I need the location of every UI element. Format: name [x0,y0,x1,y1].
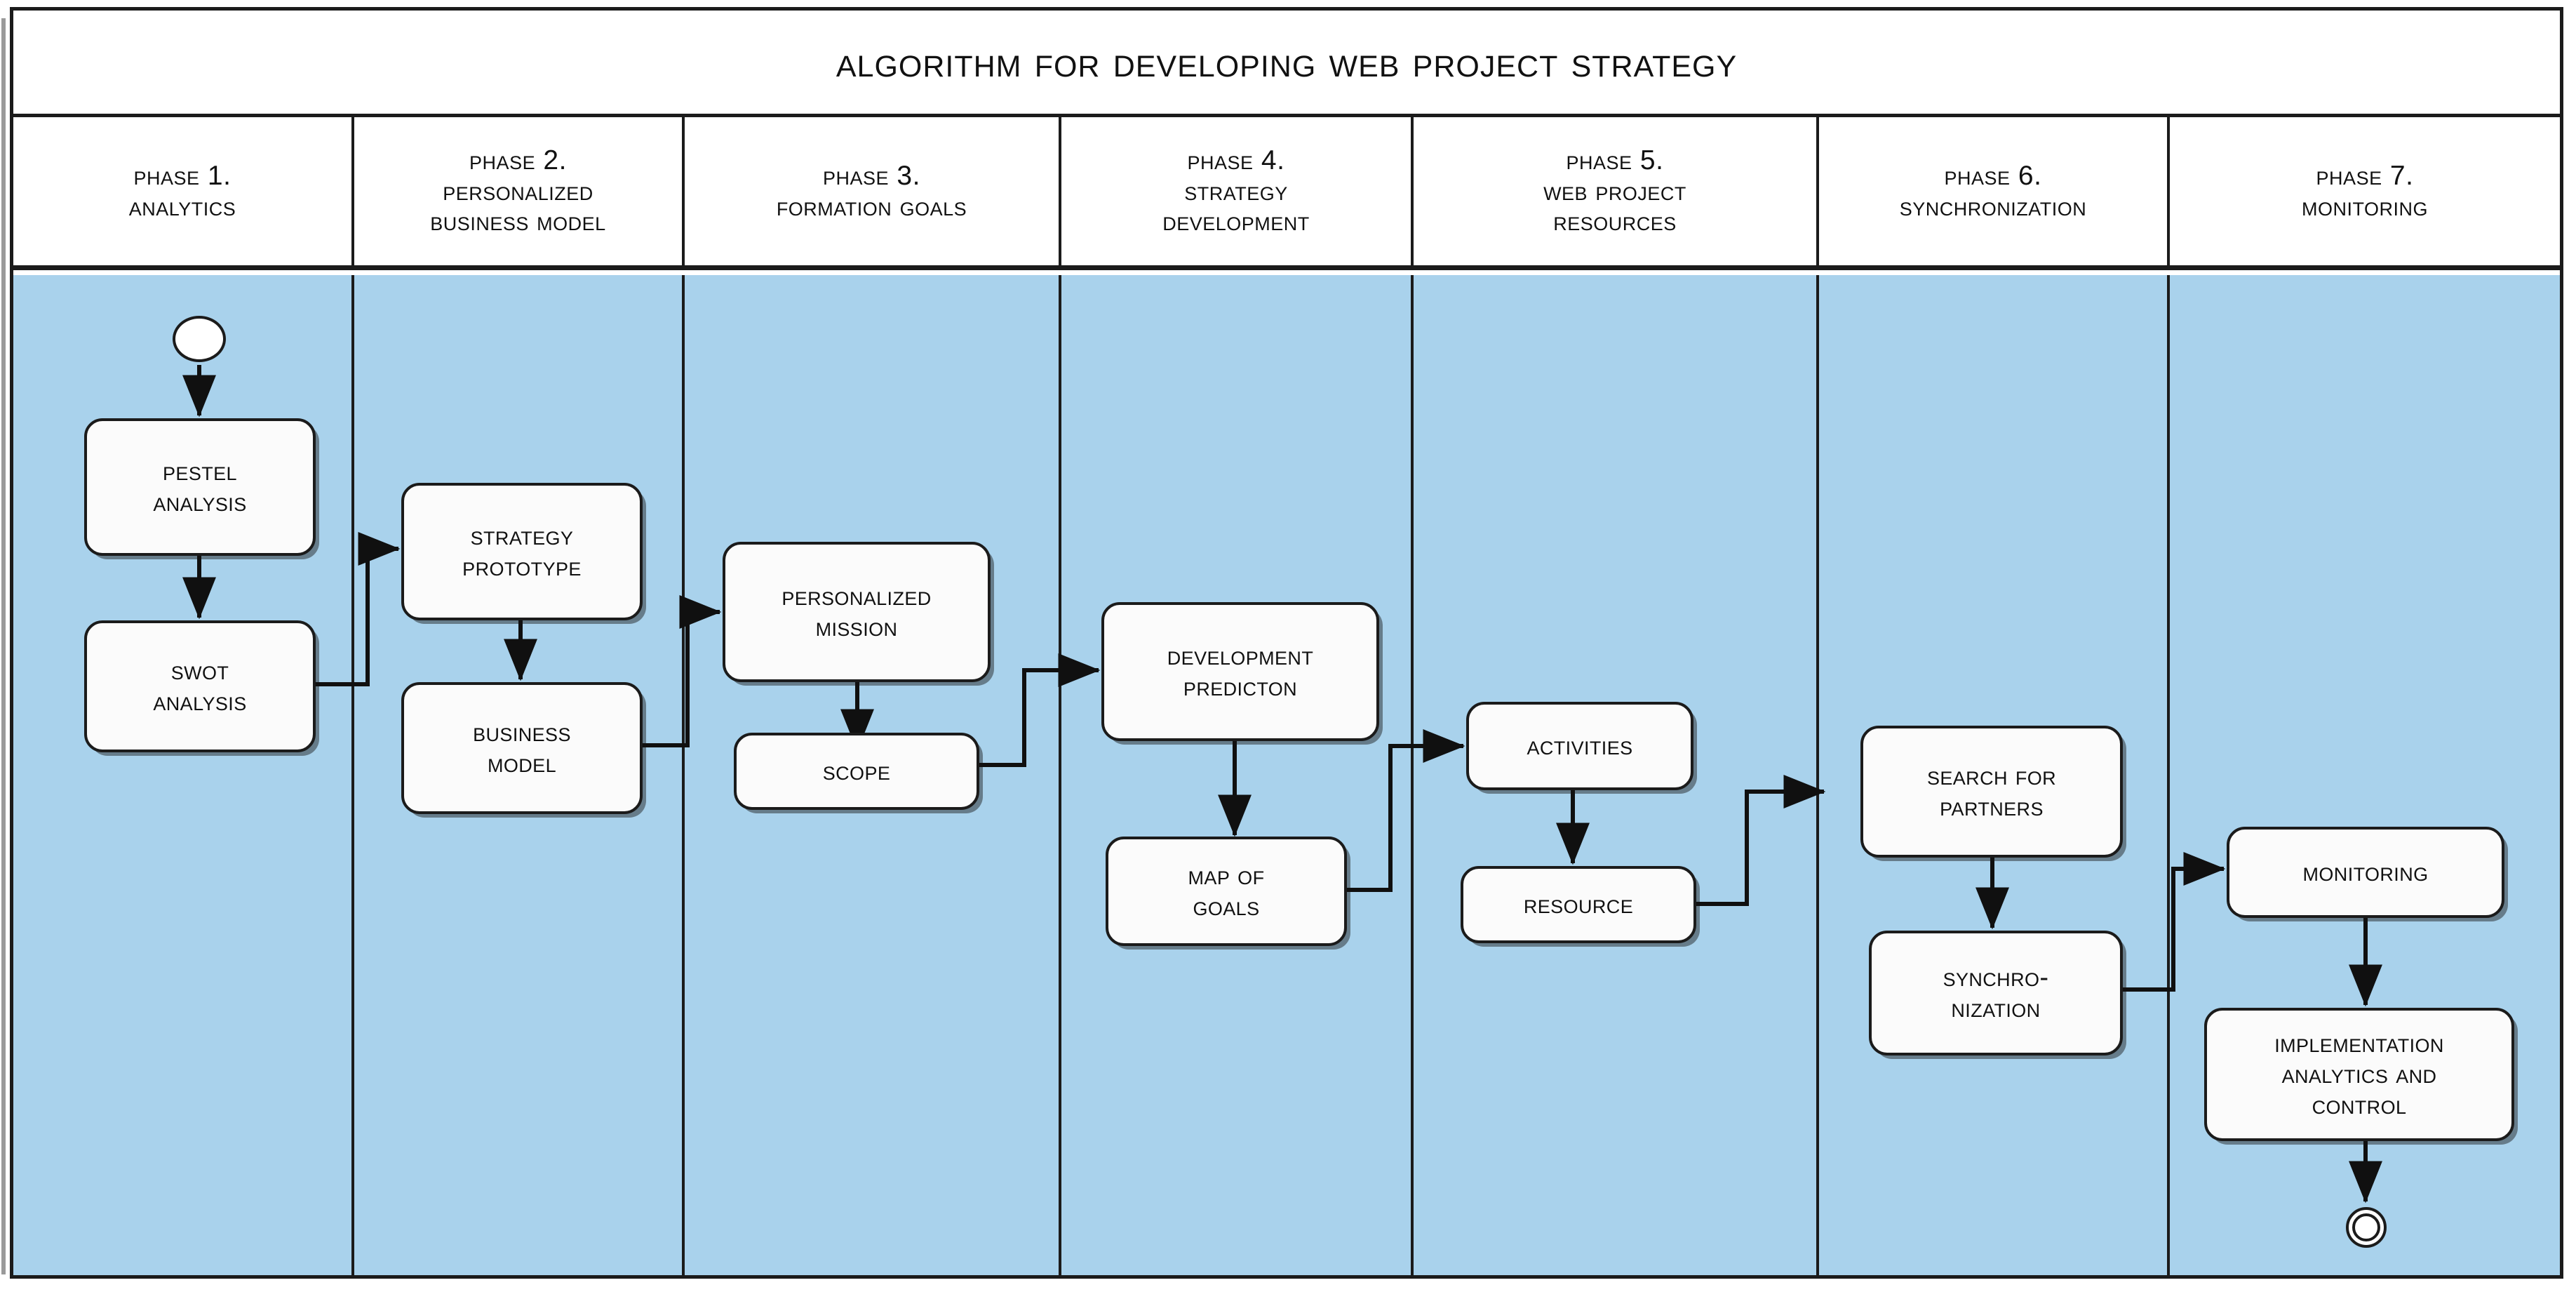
node-development-prediction[interactable]: Development predicton [1101,602,1379,741]
end-node [2346,1207,2387,1248]
node-map-of-goals[interactable]: Map of goals [1106,837,1347,946]
node-pestel-analysis[interactable]: PESTEL analysis [84,418,316,556]
phase-header-label-4: Phase 4. Strategy development [1162,145,1310,237]
node-label-mission: Personalized mission [781,581,932,642]
node-scope[interactable]: Scope [734,733,979,810]
node-label-scope: Scope [822,756,891,786]
phase-header-label-3: Phase 3. Formation goals [776,160,967,222]
node-label-sync: Synchro- nization [1943,962,2049,1023]
phase-header-label-6: Phase 6. Synchronization [1899,160,2087,222]
node-label-resource: Resource [1523,889,1634,919]
node-label-business: Business model [473,717,571,778]
node-label-implement: Implementation analytics and control [2274,1028,2444,1121]
node-activities[interactable]: Activities [1466,702,1693,790]
node-label-strategy: Strategy prototype [462,521,582,582]
node-implementation-analytics-control[interactable]: Implementation analytics and control [2204,1008,2514,1141]
phase-header-1: Phase 1. Analytics [13,117,354,265]
node-label-prediction: Development predicton [1167,641,1314,702]
phase-header-label-2: Phase 2. Personalized business model [430,145,606,237]
edge-sync-monitoring [2120,852,2226,992]
node-label-pestel: PESTEL analysis [153,456,247,517]
node-search-for-partners[interactable]: Search for partners [1860,726,2123,858]
left-gutter-line [1,18,6,1274]
node-personalized-mission[interactable]: Personalized mission [723,542,991,682]
phase-lane-4 [1061,275,1414,1275]
phase-header-6: Phase 6. Synchronization [1819,117,2170,265]
edge-scope-prediction [975,653,1101,767]
page-title: Algorithm for developing web project str… [836,38,1738,86]
phase-header-label-5: Phase 5. Web project resources [1543,145,1686,237]
phase-header-label-7: Phase 7. Monitoring [2302,160,2428,222]
diagram-title-band: Algorithm for developing web project str… [13,11,2560,117]
edge-business-mission [637,595,722,747]
phase-header-7: Phase 7. Monitoring [2170,117,2560,265]
start-node [173,316,226,362]
node-strategy-prototype[interactable]: Strategy prototype [401,483,643,620]
phase-header-row: Phase 1. Analytics Phase 2. Personalized… [13,117,2560,270]
edge-mapgoals-activities [1344,729,1465,892]
edge-resource-partners [1695,775,1826,906]
node-label-monitoring: Monitoring [2302,857,2429,887]
node-label-activities: Activities [1527,731,1633,761]
phase-header-label-1: Phase 1. Analytics [128,160,236,222]
node-resource[interactable]: Resource [1461,866,1696,943]
phase-header-4: Phase 4. Strategy development [1061,117,1414,265]
edge-swot-strategy [316,532,401,686]
phase-header-2: Phase 2. Personalized business model [354,117,685,265]
node-synchronization[interactable]: Synchro- nization [1869,931,2123,1055]
node-label-partners: Search for partners [1926,761,2057,822]
phase-header-5: Phase 5. Web project resources [1414,117,1819,265]
phase-header-3: Phase 3. Formation goals [685,117,1061,265]
node-business-model[interactable]: Business model [401,682,643,814]
node-swot-analysis[interactable]: SWOT analysis [84,620,316,752]
node-label-mapgoals: Map of goals [1188,860,1265,921]
node-label-swot: SWOT analysis [153,655,247,717]
node-monitoring[interactable]: Monitoring [2227,827,2504,918]
